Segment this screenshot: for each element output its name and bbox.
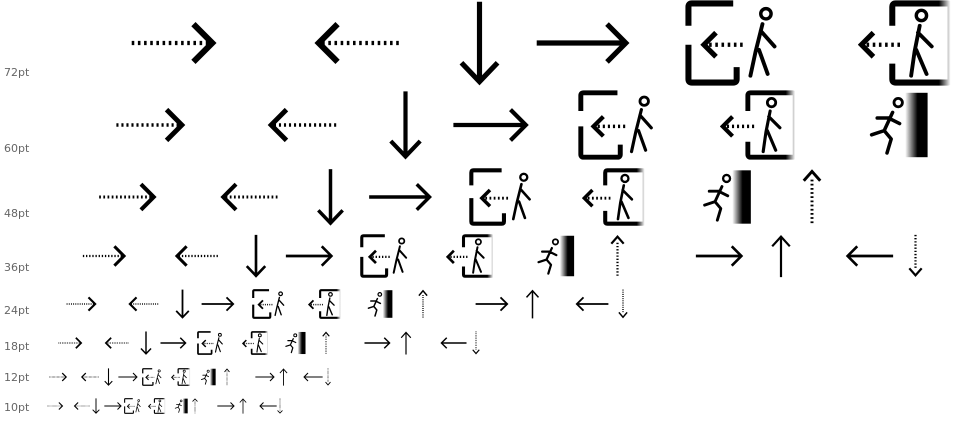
size-label: 10pt [4, 401, 30, 414]
exit-left-walker-icon [142, 368, 162, 386]
exit-left-walker-open-icon [446, 234, 495, 278]
arrow-down-icon [317, 169, 344, 226]
size-label: 60pt [4, 142, 30, 155]
arrow-down-icon [245, 234, 267, 278]
dotted-arrow-right-icon [116, 107, 186, 143]
dotted-arrow-left-icon [314, 21, 400, 65]
arrow-up-icon [525, 289, 540, 319]
dotted-arrow-up-icon [802, 169, 822, 225]
runner-door-icon [703, 170, 751, 224]
exit-left-walker-open-icon [148, 398, 166, 414]
dotted-arrow-left-icon [73, 402, 90, 410]
dotted-arrow-right-icon [99, 182, 157, 212]
dotted-arrow-down-icon [472, 331, 480, 355]
exit-left-walker-icon [469, 168, 531, 226]
exit-left-walker-icon [578, 90, 653, 160]
arrow-right-icon [201, 296, 235, 312]
exit-left-walker-open-icon [308, 289, 342, 319]
arrow-right-icon [118, 372, 138, 382]
arrow-up-icon [279, 368, 288, 386]
runner-door-icon [200, 368, 216, 386]
dotted-arrow-right-icon [47, 402, 64, 410]
size-label: 48pt [4, 207, 30, 220]
dotted-arrow-left-icon [128, 296, 159, 312]
arrow-right-icon [255, 372, 275, 382]
arrow-left-icon [440, 337, 467, 349]
sample-row-24pt: 24pt [0, 289, 970, 319]
dotted-arrow-right-icon [49, 372, 68, 382]
arrow-right-icon [104, 402, 122, 410]
arrow-right-icon [695, 245, 744, 267]
dotted-arrow-down-icon [618, 289, 628, 319]
exit-left-walker-open-icon [858, 0, 954, 86]
size-label: 18pt [4, 340, 30, 353]
arrow-right-icon [475, 296, 509, 312]
size-label: 12pt [4, 371, 30, 384]
exit-left-walker-icon [360, 234, 408, 278]
arrow-up-icon [400, 331, 412, 355]
arrow-up-icon [771, 235, 791, 278]
dotted-arrow-right-icon [82, 245, 127, 267]
arrow-down-icon [92, 398, 100, 414]
dotted-arrow-left-icon [174, 245, 219, 267]
dotted-arrow-up-icon [224, 368, 230, 386]
exit-left-walker-icon [685, 0, 777, 86]
runner-door-icon [174, 398, 188, 414]
arrow-right-icon [536, 22, 630, 64]
dotted-arrow-up-icon [418, 289, 428, 319]
sample-row-18pt: 18pt [0, 331, 970, 355]
sample-row-72pt: 72pt [0, 0, 970, 86]
sample-row-60pt: 60pt [0, 90, 970, 160]
dotted-arrow-right-icon [131, 21, 217, 65]
exit-left-walker-open-icon [242, 331, 269, 355]
size-label: 24pt [4, 304, 30, 317]
exit-left-walker-open-icon [582, 168, 647, 226]
arrow-right-icon [285, 245, 334, 267]
arrow-right-icon [217, 402, 235, 410]
runner-door-icon [285, 331, 306, 355]
dotted-arrow-down-icon [908, 234, 923, 278]
dotted-arrow-up-icon [322, 331, 330, 355]
arrow-right-icon [364, 337, 391, 349]
sample-row-36pt: 36pt [0, 234, 970, 278]
arrow-down-icon [104, 368, 113, 386]
sample-row-12pt: 12pt [0, 368, 970, 386]
arrow-left-icon [303, 372, 323, 382]
dotted-arrow-left-icon [80, 372, 99, 382]
dotted-arrow-up-icon [192, 398, 198, 414]
exit-left-walker-open-icon [171, 368, 191, 386]
runner-door-icon [869, 92, 928, 158]
sample-row-10pt: 10pt [0, 398, 970, 414]
dotted-arrow-left-icon [267, 107, 337, 143]
arrow-left-icon [259, 402, 277, 410]
exit-left-walker-icon [197, 331, 223, 355]
arrow-right-icon [369, 183, 432, 211]
dotted-arrow-right-icon [58, 337, 83, 349]
arrow-right-icon [453, 108, 529, 142]
dotted-arrow-down-icon [325, 368, 331, 386]
dotted-arrow-right-icon [66, 296, 97, 312]
arrow-left-icon [575, 296, 609, 312]
size-label: 36pt [4, 261, 30, 274]
runner-door-icon [367, 290, 393, 318]
arrow-down-icon [140, 331, 152, 355]
runner-door-icon [537, 235, 575, 277]
arrow-down-icon [459, 1, 500, 86]
arrow-down-icon [175, 289, 190, 319]
size-label: 72pt [4, 66, 30, 79]
arrow-down-icon [389, 91, 422, 160]
dotted-arrow-up-icon [610, 234, 625, 278]
arrow-up-icon [239, 398, 247, 414]
exit-left-walker-icon [252, 289, 285, 319]
dotted-arrow-left-icon [104, 337, 129, 349]
dotted-arrow-down-icon [277, 398, 283, 414]
exit-left-walker-icon [124, 398, 141, 414]
sample-row-48pt: 48pt [0, 168, 970, 226]
arrow-right-icon [160, 337, 187, 349]
exit-left-walker-open-icon [720, 90, 798, 160]
arrow-left-icon [845, 245, 894, 267]
dotted-arrow-left-icon [220, 182, 278, 212]
